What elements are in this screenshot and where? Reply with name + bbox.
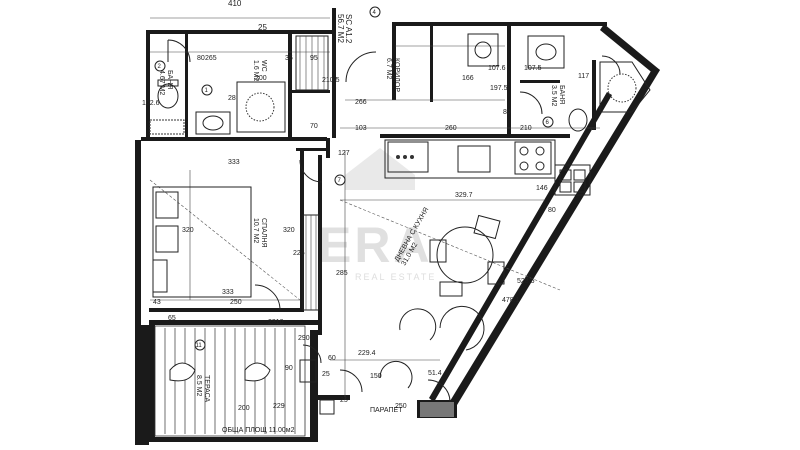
parapet-hatch: [420, 402, 454, 417]
interior-walls: [141, 22, 596, 440]
dim-60: 60: [328, 355, 336, 362]
dim-117: 117: [578, 73, 589, 80]
dining-table: [429, 214, 505, 297]
dim-285: 285: [336, 270, 348, 277]
dim-28: 28: [228, 95, 236, 102]
dim-70: 70: [310, 123, 318, 130]
dim-333b: 333: [222, 289, 234, 296]
dim-25c: 25: [322, 371, 330, 378]
watermark-brand: ERA: [318, 217, 433, 273]
dim-65: 65: [168, 315, 176, 322]
dim-210: 210.5: [322, 77, 340, 84]
dim-226: 226: [293, 250, 305, 257]
dim-333: 333: [228, 159, 240, 166]
dim-top-410: 410: [228, 0, 242, 8]
kitchen-counter: [384, 139, 591, 196]
corridor-area: 6.7 M2: [385, 58, 392, 80]
dim-150: 150: [370, 373, 382, 380]
marker-bath2: 6: [546, 120, 550, 126]
bathroom-fixtures: [149, 33, 651, 135]
dim-127: 127: [338, 150, 350, 157]
dim-200: 200: [255, 75, 267, 82]
terrace: [154, 325, 335, 437]
parapet-note: ПАРАПЕТ: [370, 407, 403, 414]
dim-200b: 200: [238, 405, 250, 412]
dim-2310: 2310: [268, 319, 284, 326]
bed: [152, 186, 252, 298]
dim-80b: 80: [503, 109, 511, 116]
dim-95: 95: [310, 55, 318, 62]
dim-1975: 197.5: [490, 85, 508, 92]
dim-35: 35: [285, 55, 293, 62]
dim-top-25: 25: [258, 23, 267, 32]
dim-2294: 229.4: [358, 350, 376, 357]
wardrobe: [302, 214, 320, 311]
dim-1076: 107.6: [488, 65, 506, 72]
bedroom-label: СПАЛНЯ: [260, 218, 267, 248]
armchairs: [379, 305, 485, 389]
dim-250b: 250: [395, 403, 407, 410]
dim-43: 43: [153, 299, 161, 306]
dim-290: 290: [298, 335, 310, 342]
terrace-area: 8.5 M2: [195, 375, 202, 397]
watermark: ERA REAL ESTATE: [318, 148, 436, 282]
sheet-ref: SC A1.2: [344, 14, 353, 44]
dim-80c: 80: [548, 207, 556, 214]
dim-4781: 478.1: [502, 297, 520, 304]
sheet-area: 56.7 M2: [336, 14, 345, 43]
dim-265: 265: [205, 55, 217, 62]
dim-146: 146: [536, 185, 548, 192]
bedroom-area: 10.7 M2: [252, 218, 259, 243]
marker-wc: 1: [205, 88, 209, 94]
dim-25b: 25: [340, 397, 348, 404]
dim-514: 51.4: [428, 370, 442, 377]
dim-166: 166: [462, 75, 474, 82]
wc-label: WC: [260, 60, 267, 72]
stair-stack: [295, 35, 329, 91]
dim-2295: 229: [273, 403, 285, 410]
terrace-note: ОБЩА ПЛОЩ 11.00м2: [222, 427, 295, 434]
dim-320b: 320: [283, 227, 295, 234]
marker-corridor: 4: [373, 10, 377, 16]
bath2-area: 3.5 M2: [550, 85, 557, 107]
bath-area: 4.67 M2: [158, 70, 165, 95]
dim-320a: 320: [182, 227, 194, 234]
room-markers: 2 1 4 6 7 11: [154, 6, 554, 351]
construction-lines: [149, 17, 600, 400]
marker-living: 7: [338, 178, 342, 184]
marker-bath: 2: [158, 64, 162, 70]
dim-5285: 528.5: [517, 278, 535, 285]
notes: ОБЩА ПЛОЩ 11.00м2 ПАРАПЕТ: [222, 407, 403, 434]
dim-90: 90: [285, 365, 293, 372]
dim-3297: 329.7: [455, 192, 473, 199]
dim-80a: 80: [197, 55, 205, 62]
corridor-label: КОРИДОР: [393, 58, 400, 92]
dim-260: 260: [445, 125, 457, 132]
dim-266: 266: [355, 99, 367, 106]
dim-102: 102.6: [142, 100, 160, 107]
dimension-labels: 410 25 SC A1.2 56.7 M2 80 265 35 200 102…: [142, 0, 589, 412]
door-swings: [167, 39, 621, 403]
watermark-tagline: REAL ESTATE: [355, 272, 436, 282]
wc-area: 1.6 M2: [252, 60, 259, 82]
terrace-label: ТЕРАСА: [203, 375, 210, 403]
bath-label: БАНЯ: [166, 70, 173, 89]
dim-250: 250: [230, 299, 242, 306]
dim-210b: 210: [520, 125, 532, 132]
dim-103: 103: [355, 125, 367, 132]
dim-1075: 107.5: [524, 65, 542, 72]
marker-terrace: 11: [196, 343, 203, 349]
bath2-label: БАНЯ: [558, 85, 565, 104]
